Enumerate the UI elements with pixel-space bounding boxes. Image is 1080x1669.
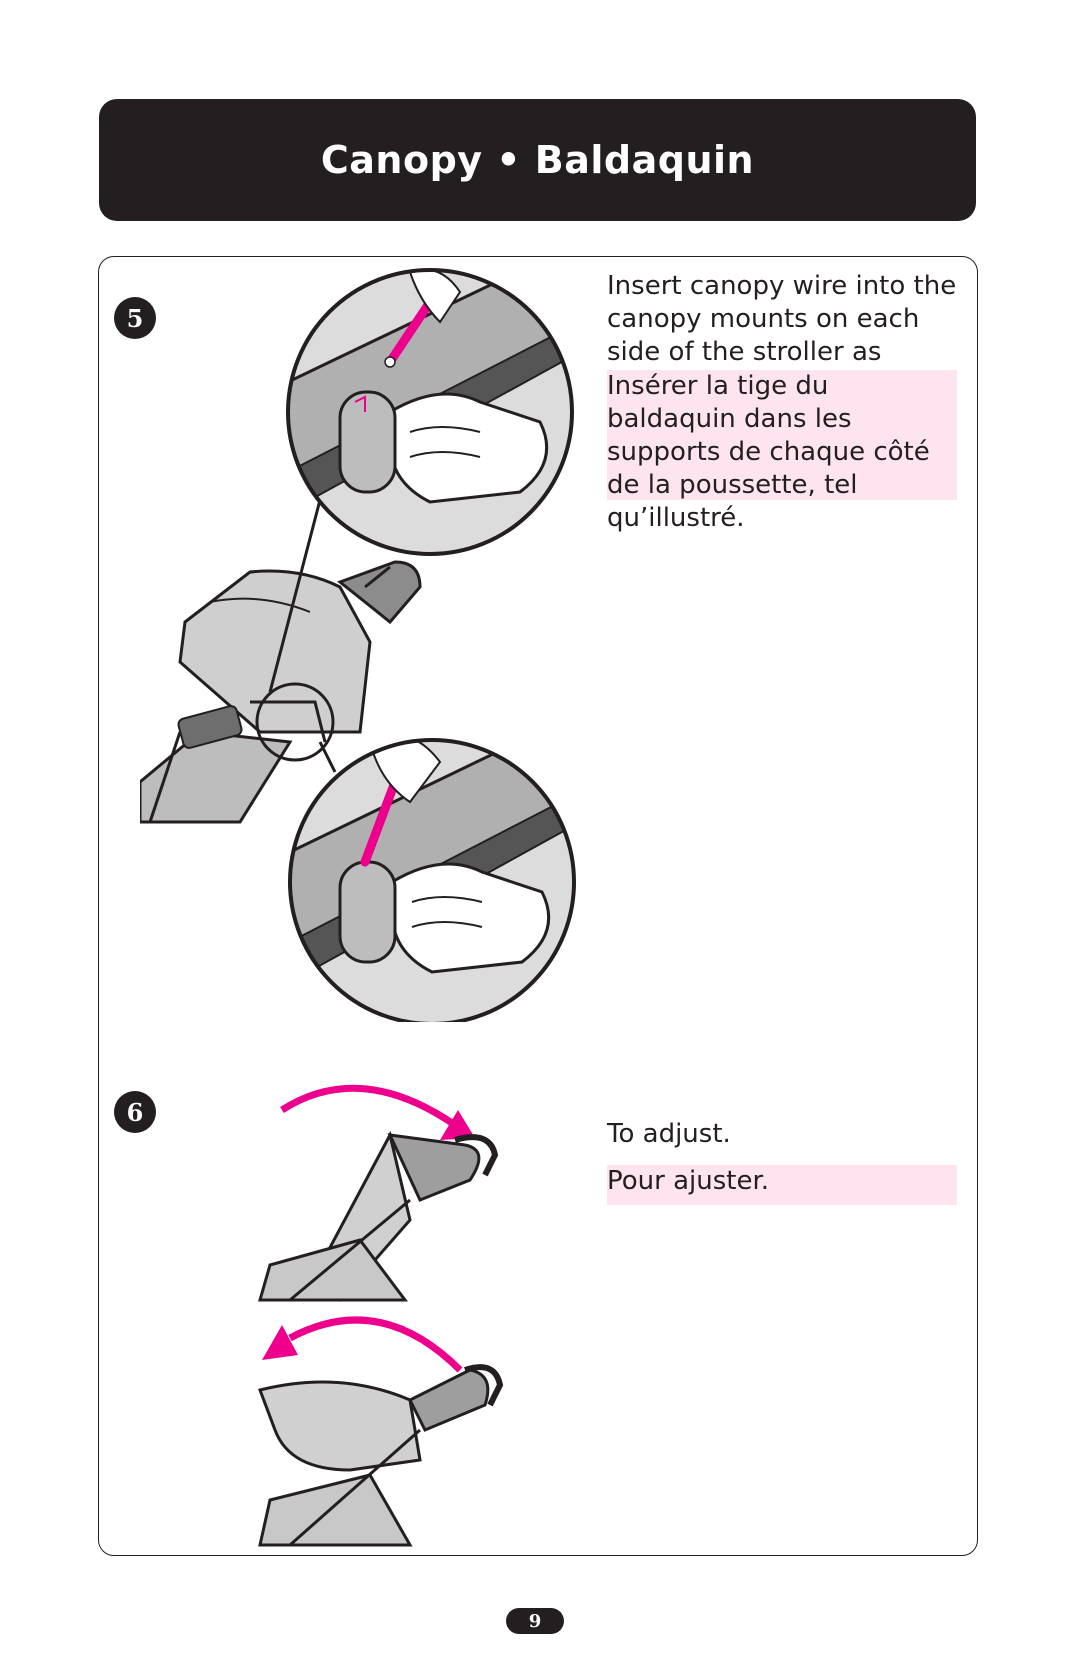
step-5-text-fr: Insérer la tige du baldaquin dans les su… xyxy=(607,370,957,533)
stroller-canopy-open xyxy=(258,1130,499,1302)
step-number-badge: 6 xyxy=(114,1091,156,1133)
section-header: Canopy • Baldaquin xyxy=(99,99,976,221)
page-title: Canopy • Baldaquin xyxy=(320,138,755,182)
step-6-text-en: To adjust. xyxy=(607,1119,731,1149)
detail-circle-top xyxy=(288,270,572,554)
instructions-panel xyxy=(98,256,978,1556)
page-number: 9 xyxy=(506,1608,564,1634)
canopy-adjust-illustration xyxy=(258,1084,504,1547)
canopy-mount-illustration xyxy=(140,268,576,1022)
stroller-drawing xyxy=(140,560,422,824)
step-6-text-fr: Pour ajuster. xyxy=(607,1165,957,1205)
arrow-back-icon xyxy=(288,1316,463,1373)
detail-circle-bottom xyxy=(290,740,574,1022)
stroller-canopy-closed xyxy=(258,1364,504,1547)
step-number-badge: 5 xyxy=(114,297,156,339)
arrow-forward-icon xyxy=(280,1084,457,1128)
